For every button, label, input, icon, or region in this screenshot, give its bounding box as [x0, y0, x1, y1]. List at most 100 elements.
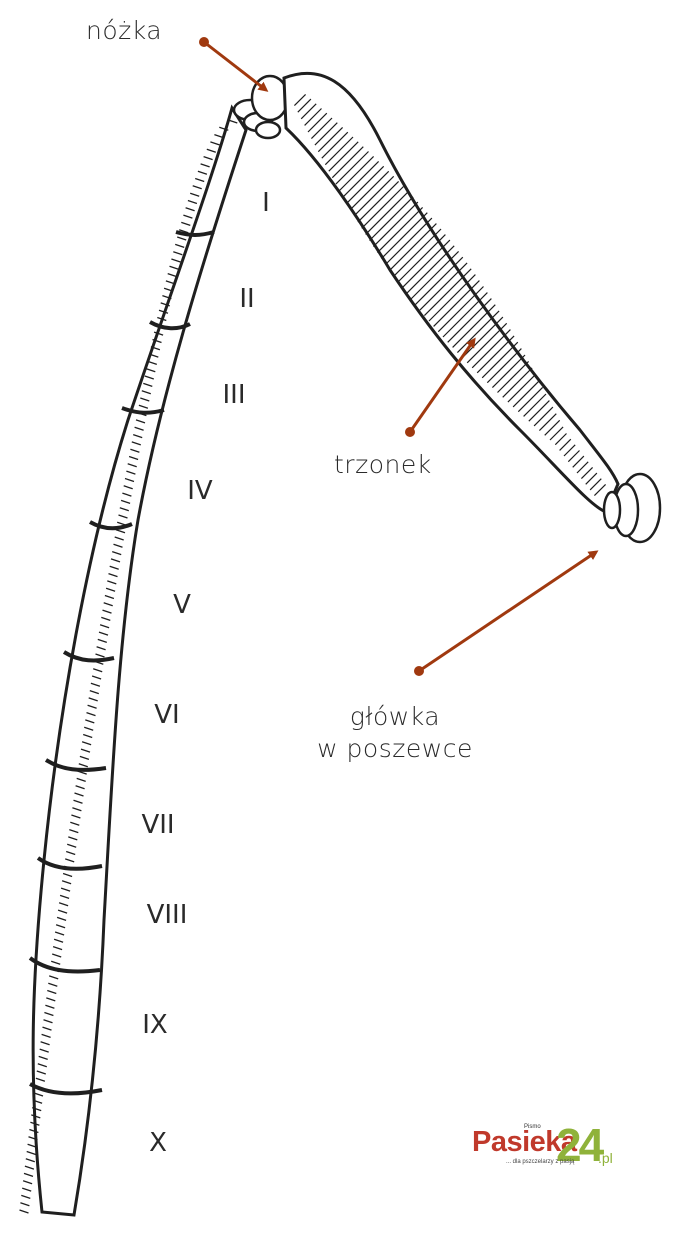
- segment-borders: [28, 230, 215, 1096]
- hatch-line: [113, 543, 123, 548]
- hatch-line: [346, 165, 385, 204]
- hatch-line: [105, 587, 116, 592]
- hatch-line: [307, 112, 328, 133]
- hatch-line: [414, 256, 464, 306]
- hatch-line: [110, 558, 121, 563]
- hatch-line: [533, 406, 554, 427]
- hatch-line: [101, 616, 111, 622]
- hatch-line: [33, 1092, 44, 1097]
- hatch-line: [160, 302, 170, 307]
- hatch-line: [300, 103, 317, 120]
- hatch-line: [593, 483, 607, 497]
- hatch-line: [104, 594, 115, 600]
- hatch-line: [194, 177, 205, 183]
- hatch-line: [393, 228, 442, 277]
- arrow-foot: [203, 40, 269, 92]
- hatch-line: [123, 485, 133, 490]
- hatch-line: [135, 419, 146, 424]
- hatch-line: [165, 280, 176, 285]
- hatch-line: [372, 201, 419, 248]
- hatch-line: [192, 185, 202, 190]
- hatch-line: [385, 217, 433, 265]
- hatch-line: [153, 331, 164, 336]
- hatch-line: [31, 1114, 41, 1119]
- hatch-line: [361, 186, 404, 229]
- hatch-line: [73, 799, 83, 804]
- hatch-line: [423, 268, 472, 317]
- hatch-line: [61, 880, 72, 885]
- hatch-line: [43, 1019, 53, 1024]
- head-in-sheath: [602, 472, 662, 544]
- hatch-line: [163, 287, 174, 292]
- hatch-line: [173, 251, 183, 256]
- hatch-line: [523, 393, 547, 417]
- hatch-line: [76, 777, 86, 783]
- hatch-line: [46, 997, 56, 1002]
- hatch-line: [162, 294, 172, 300]
- hatch-line: [75, 785, 85, 790]
- hatch-line: [389, 223, 437, 271]
- hatch-line: [200, 163, 210, 168]
- hatch-line: [102, 609, 112, 614]
- hatch-line: [297, 98, 312, 113]
- hatch-line: [90, 682, 101, 687]
- hatch-line: [397, 234, 446, 283]
- hatch-line: [40, 1041, 50, 1046]
- hatch-line: [189, 192, 200, 197]
- hatch-line: [64, 858, 75, 863]
- hatch-line: [52, 945, 63, 951]
- hatch-line: [86, 711, 96, 717]
- hatch-line: [228, 119, 238, 124]
- hatch-line: [99, 624, 110, 629]
- hatch-line: [152, 338, 162, 344]
- hatch-line: [24, 1165, 35, 1170]
- hatch-line: [143, 382, 153, 388]
- hatch-line: [127, 463, 137, 468]
- hatch-line: [507, 373, 537, 403]
- hatch-line: [36, 1070, 47, 1075]
- hatch-line: [82, 733, 93, 739]
- hatch-line: [92, 668, 103, 673]
- hatch-line: [304, 108, 322, 126]
- segment-label-10: X: [149, 1128, 167, 1158]
- segment-label-6: VI: [154, 700, 180, 730]
- hatch-line: [19, 1209, 29, 1214]
- hatch-line: [512, 380, 540, 408]
- hatch-line: [369, 196, 414, 241]
- hatch-line: [44, 1011, 54, 1017]
- hatch-line: [45, 1004, 55, 1009]
- hatch-line: [157, 316, 167, 322]
- segment-label-3: III: [222, 380, 246, 410]
- hatch-line: [293, 93, 307, 107]
- hatch-line: [91, 675, 102, 680]
- hatch-line: [144, 375, 155, 380]
- hatch-line: [563, 444, 576, 457]
- hatch-line: [380, 212, 428, 260]
- hatch-line: [85, 719, 95, 724]
- hatch-line: [124, 477, 135, 483]
- hatch-line: [349, 170, 390, 211]
- hatch-line: [70, 821, 80, 826]
- hatch-line: [66, 843, 77, 848]
- hatch-line: [559, 438, 572, 451]
- hatch-line: [171, 258, 181, 263]
- segment-label-8: VIII: [146, 900, 188, 930]
- hatch-line: [210, 141, 220, 146]
- hatch-line: [585, 472, 598, 485]
- hatch-line: [109, 565, 119, 570]
- hatch-line: [517, 386, 544, 413]
- hatch-line: [74, 792, 84, 797]
- hatch-line: [481, 341, 519, 379]
- logo-suffix: .pl: [598, 1150, 613, 1166]
- hatch-line: [406, 245, 455, 294]
- hatch-line: [206, 148, 217, 153]
- logo-number: 24: [556, 1119, 604, 1171]
- hatch-line: [72, 807, 82, 812]
- hatch-line: [58, 902, 69, 907]
- segment-label-4: IV: [187, 476, 213, 506]
- hatch-line: [87, 704, 97, 709]
- hatch-line: [589, 478, 602, 491]
- foot-label: nóżka: [86, 16, 163, 45]
- hatch-line: [554, 433, 567, 446]
